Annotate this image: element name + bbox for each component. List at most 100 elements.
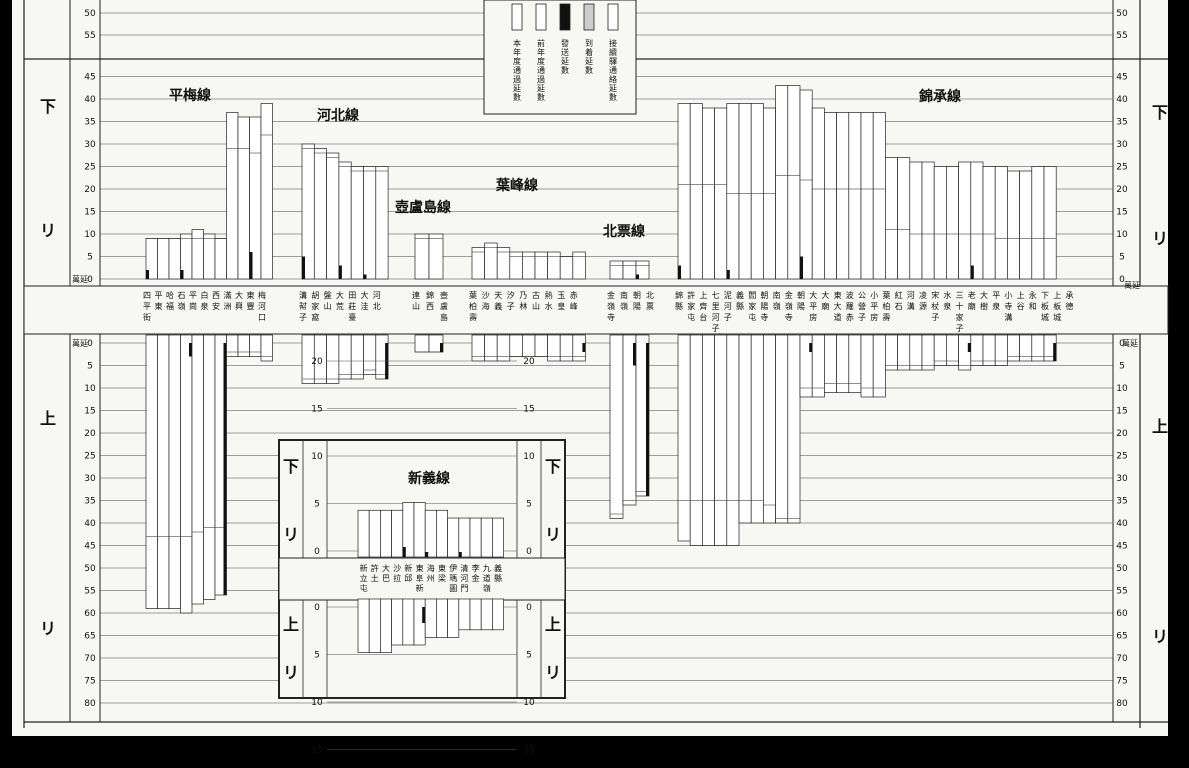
bar-up — [775, 334, 789, 524]
bar-up — [509, 334, 523, 357]
bar-up — [897, 334, 911, 371]
inset-station-label-char: 清 — [460, 563, 468, 573]
inset-station-label-char: 沙 — [393, 564, 401, 573]
tick-label-down: 40 — [84, 95, 96, 105]
bar-down-depart — [800, 256, 803, 279]
legend-item-label-char: 延 — [513, 83, 521, 93]
tick-label-up: 55 — [84, 587, 95, 597]
bar-up-arrive — [809, 343, 813, 352]
bar-down — [428, 233, 444, 280]
station-label-char: 十 — [956, 301, 964, 311]
station-label-char: 平 — [992, 291, 1000, 300]
legend-item-label-char: 通 — [537, 65, 545, 75]
bar-up — [559, 334, 574, 362]
station-label-char: 老 — [968, 290, 976, 300]
station-label-char: 錦 — [675, 290, 683, 300]
tick-label-down: 0 — [87, 275, 93, 285]
direction-down-char-right: リ — [1152, 229, 1168, 248]
station-label: 哈福 — [166, 290, 174, 311]
station-label: 義縣 — [736, 290, 744, 311]
inset-direction-down-char-right: リ — [545, 525, 561, 544]
station-label-char: 朝 — [760, 291, 768, 300]
tick-label-down: 5 — [87, 253, 93, 263]
bar-up — [226, 334, 239, 357]
legend-item-label-char: 絡 — [609, 74, 617, 84]
station-label: 平泉 — [992, 291, 1000, 311]
legend-item-label-char: 延 — [585, 56, 593, 66]
legend-item-label-char: 延 — [537, 83, 545, 93]
bar-down — [609, 260, 624, 280]
station-label-char: 義 — [736, 290, 744, 300]
station-label: 金嶺寺 — [607, 290, 615, 322]
inset-tick-up-right: 5 — [526, 651, 532, 661]
station-label-char: 義 — [494, 301, 502, 311]
station-label: 沙海 — [482, 291, 490, 311]
station-label-char: 公 — [858, 291, 866, 300]
bar-up — [824, 334, 837, 393]
tick-label-up-right: 35 — [1116, 497, 1127, 507]
bar-up — [738, 334, 752, 524]
bar-down — [860, 112, 874, 280]
station-label-char: 子 — [956, 324, 964, 333]
station-label: 下板城 — [1041, 291, 1049, 322]
bar-up — [145, 334, 158, 609]
bar-up-arrive — [967, 343, 971, 352]
station-label: 梅河口 — [258, 290, 266, 322]
bar-down-depart — [338, 265, 342, 279]
bar-up — [260, 334, 273, 362]
inset-station-label-char: 梁 — [438, 574, 446, 583]
bar-down — [214, 238, 227, 280]
station-label: 石嶺 — [178, 291, 186, 311]
tick-label-down-right: 25 — [1116, 163, 1127, 173]
direction-down-char: リ — [40, 221, 56, 240]
station-label-char: 閻 — [748, 291, 756, 300]
tick-label-up-right: 10 — [1116, 384, 1128, 394]
legend-item-label-char: 發 — [561, 39, 569, 48]
legend-item-label-char: 到 — [585, 39, 593, 48]
station-label-char: 家 — [311, 301, 319, 311]
station-label-char: 樹 — [980, 301, 988, 311]
unit-label-up-right: 萬延 — [1122, 338, 1138, 348]
station-label-char: 子 — [299, 313, 307, 322]
station-label-char: 壺 — [440, 290, 448, 300]
station-label: 上齊台 — [699, 291, 707, 322]
inset-station-label-char: 義 — [494, 563, 502, 573]
inset-station-label-char: 土 — [371, 573, 379, 583]
tick-label-up-right: 80 — [1116, 699, 1128, 709]
station-label-char: 赤 — [570, 291, 578, 300]
station-label-char: 永 — [1029, 290, 1037, 300]
legend-item-label-char: 數 — [537, 92, 545, 102]
bar-up-arrive — [633, 343, 636, 366]
bar-down — [775, 85, 789, 280]
tick-label-up-right: 65 — [1116, 632, 1127, 642]
station-label-char: 上 — [699, 291, 707, 300]
inset-station-label: 東梁 — [438, 563, 446, 583]
station-label-char: 溝 — [299, 290, 307, 300]
station-label-char: 葉 — [882, 290, 890, 300]
station-label-char: 水 — [545, 301, 553, 311]
bar-up — [836, 334, 850, 393]
station-label-char: 縣 — [675, 301, 683, 311]
station-label: 平崗 — [189, 291, 197, 311]
station-label-char: 子 — [931, 313, 939, 322]
line-name: 平梅線 — [169, 87, 211, 104]
station-label-char: 宋 — [931, 290, 939, 300]
bar-down — [622, 260, 637, 280]
station-label-char: 口 — [258, 313, 266, 322]
inset-bar-down — [436, 509, 448, 558]
station-label-char: 板 — [1041, 301, 1049, 311]
legend-item-label-char: 前 — [537, 38, 545, 48]
station-label: 水泉 — [943, 290, 951, 311]
bar-up — [787, 334, 801, 524]
bar-down — [970, 161, 984, 280]
station-label-char: 葉 — [469, 290, 477, 300]
tick-label-up: 20 — [84, 429, 96, 439]
station-label-char: 山 — [412, 301, 420, 311]
station-label: 大平房 — [809, 290, 817, 322]
inset-tick-up: 10 — [311, 698, 323, 708]
legend-item-label-char: 數 — [561, 65, 569, 75]
